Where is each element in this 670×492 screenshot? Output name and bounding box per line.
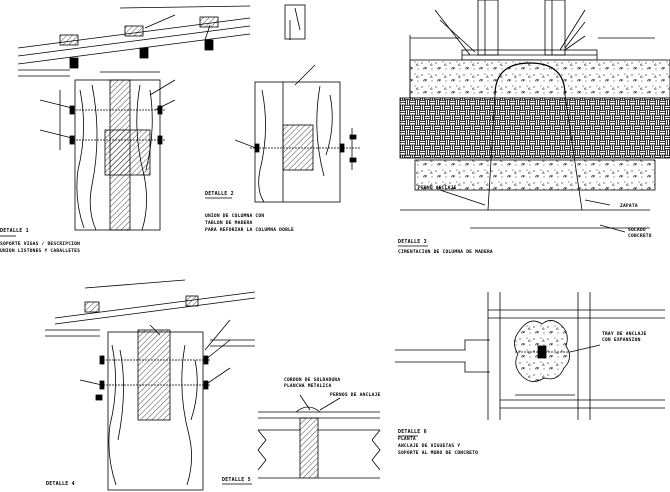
detail-1-caption-line2: UNION LISTONES Y CABALLETES [0,249,81,254]
detail-2 [234,4,360,203]
detail-5-note-top2: PLANCHA METALICA [284,384,332,389]
detail-5-title: DETALLE 5 [222,477,251,483]
detail-3-note-footing: ZAPATA [620,204,638,209]
detail-4-title: DETALLE 4 [46,481,75,487]
detail-3-note-base: SOLADO [628,228,646,233]
detail-3-note-rebar: PERNO ANCLAJE [418,186,457,191]
detail-3 [399,0,670,233]
detail-6-title: DETALLE 6 [398,429,427,435]
detail-3-caption: CIMENTACION DE COLUMNA DE MADERA [398,250,493,255]
detail-6-caption-line1: PLANTA [398,437,416,442]
detail-6-note-bolt2: CON EXPANSION [602,338,641,343]
detail-3-note-base2: CONCRETO [628,234,652,239]
detail-1-title: DETALLE 1 [0,228,29,234]
detail-5 [257,394,381,479]
detail-6-caption-line3: SOPORTE AL MURO DE CONCRETO [398,451,479,456]
detail-3-title: DETALLE 3 [398,239,427,245]
detail-2-caption-line1: UNION DE COLUMNA CON [205,214,265,219]
detail-6 [395,292,665,420]
detail-4 [45,279,256,491]
detail-2-caption-line3: PARA REFORZAR LA COLUMNA DOBLE [205,228,294,233]
detail-1 [17,5,251,231]
detail-1-caption-line1: SOPORTE VIGAS / DESCRIPCION [0,242,81,247]
detail-2-caption-line2: TABLON DE MADERA [205,221,253,226]
detail-5-note-plate: PERNOS DE ANCLAJE [330,393,381,398]
title-underlines [0,197,428,485]
detail-2-title: DETALLE 2 [205,191,234,197]
detail-6-caption-line2: ANCLAJE DE VIGUETAS Y [398,444,461,449]
detail-6-note-bolt: TRAY DE ANCLAJE [602,332,647,337]
detail-5-note-top: CORDON DE SOLDADURA [284,378,341,383]
